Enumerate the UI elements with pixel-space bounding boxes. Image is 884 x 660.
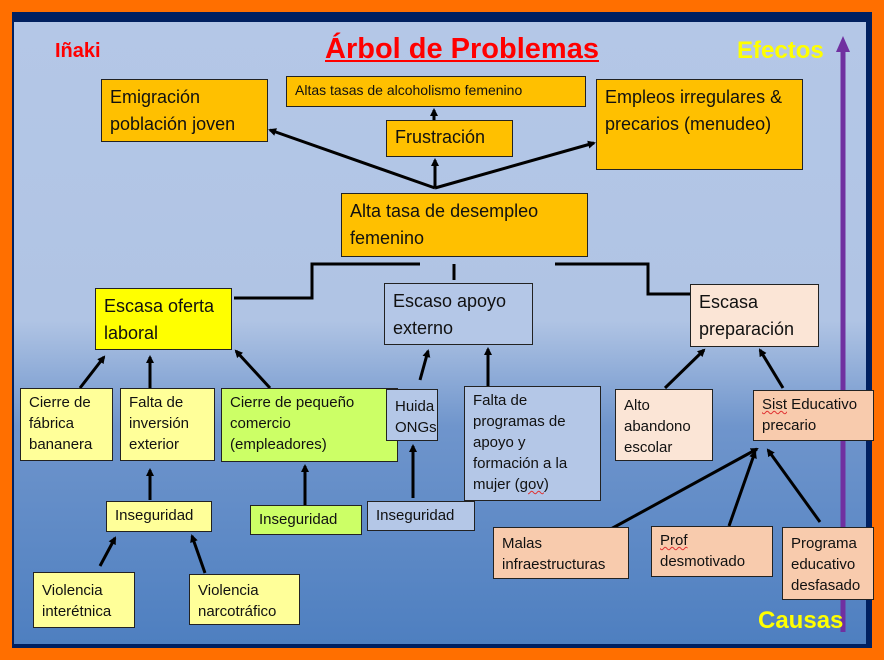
cause-factory-closure: Cierre de fábrica bananera bbox=[20, 388, 113, 461]
cause-small-business: Cierre de pequeño comercio (empleadores) bbox=[221, 388, 398, 462]
effect-emigration: Emigración población joven bbox=[101, 79, 268, 142]
cause-job-offer: Escasa oferta laboral bbox=[95, 288, 232, 350]
cause-infrastructure: Malas infraestructuras bbox=[493, 527, 629, 579]
cause-insecurity-2: Inseguridad bbox=[250, 505, 362, 535]
cause-ngos: Huida ONGs bbox=[386, 389, 438, 441]
causes-label: Causas bbox=[758, 607, 844, 634]
cause-curriculum: Programa educativo desfasado bbox=[782, 527, 874, 600]
cause-teachers: Prof desmotivado bbox=[651, 526, 773, 577]
cause-insecurity-1: Inseguridad bbox=[106, 501, 212, 532]
cause-insecurity-3: Inseguridad bbox=[367, 501, 475, 531]
cause-programs: Falta de programas de apoyo y formación … bbox=[464, 386, 601, 501]
cause-education-system: Sist Educativo precario bbox=[753, 390, 874, 441]
core-problem: Alta tasa de desempleo femenino bbox=[341, 193, 588, 257]
effect-alcoholism: Altas tasas de alcoholismo femenino bbox=[286, 76, 586, 107]
cause-external-support: Escaso apoyo externo bbox=[384, 283, 533, 345]
effect-frustration: Frustración bbox=[386, 120, 513, 157]
cause-investment: Falta de inversión exterior bbox=[120, 388, 215, 461]
cause-dropout: Alto abandono escolar bbox=[615, 389, 713, 461]
cause-preparation: Escasa preparación bbox=[690, 284, 819, 347]
effect-jobs: Empleos irregulares & precarios (menudeo… bbox=[596, 79, 803, 170]
author-label: Iñaki bbox=[55, 40, 101, 62]
page-title: Árbol de Problemas bbox=[325, 33, 599, 65]
cause-ethnic-violence: Violencia interétnica bbox=[33, 572, 135, 628]
cause-narco-violence: Violencia narcotráfico bbox=[189, 574, 300, 625]
effects-label: Efectos bbox=[737, 37, 824, 64]
